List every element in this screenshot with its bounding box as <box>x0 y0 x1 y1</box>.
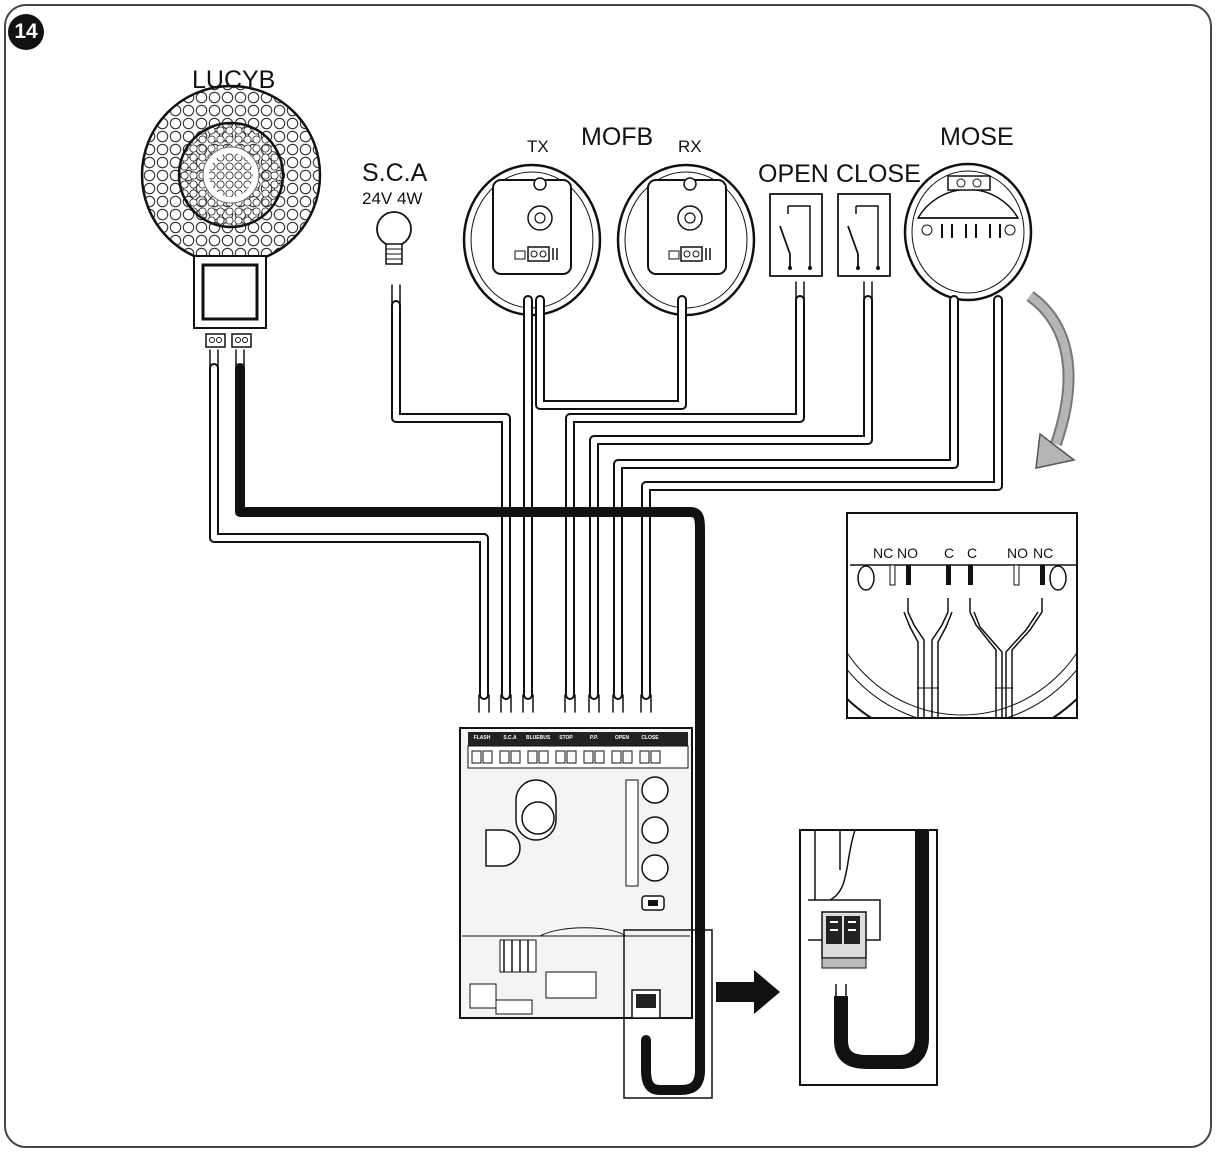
cables <box>209 281 1003 1095</box>
contact-label-c-left: C <box>944 545 955 561</box>
terminal-label-open: OPEN <box>614 735 630 741</box>
close-label: CLOSE <box>836 160 921 188</box>
mofb-rx-photocell <box>616 163 756 317</box>
contact-label-c-right: C <box>967 545 978 561</box>
open-label: OPEN <box>758 160 829 188</box>
control-unit <box>459 727 713 1099</box>
terminal-label-close: CLOSE <box>641 735 659 741</box>
sca-rating-label: 24V 4W <box>362 189 423 208</box>
contact-label-nc-right: NC <box>1033 545 1054 561</box>
terminal-blocks <box>471 750 661 764</box>
terminal-label-stop: STOP <box>559 735 573 741</box>
mofb-tx-photocell <box>462 163 602 317</box>
rx-label: RX <box>678 137 702 156</box>
terminal-label-sca: S.C.A <box>503 735 517 741</box>
black-right-arrow <box>716 970 780 1014</box>
terminal-label-pp: P.P. <box>589 735 599 741</box>
contact-label-no-right: NO <box>1007 545 1028 561</box>
contact-label-no-left: NO <box>897 545 918 561</box>
sca-bulb <box>376 211 412 265</box>
tx-label: TX <box>527 137 549 156</box>
mofb-label: MOFB <box>581 123 654 151</box>
close-switch <box>837 193 891 277</box>
mose-contacts-zoom-panel <box>846 512 1078 719</box>
figure-number-badge: 14 <box>8 14 44 50</box>
terminal-label-flash: FLASH <box>473 735 491 741</box>
connector-zoom-panel <box>799 829 938 1086</box>
lucyb-label: LUCYB <box>192 66 276 94</box>
terminal-label-bluebus: BLUEBUS <box>526 735 551 741</box>
contact-label-nc-left: NC <box>873 545 894 561</box>
open-switch <box>769 193 823 277</box>
mose-label: MOSE <box>940 123 1014 151</box>
sca-label: S.C.A <box>362 159 428 187</box>
mose-key-selector <box>903 162 1033 302</box>
figure-frame <box>4 4 1212 1148</box>
lucyb-flashing-light <box>140 84 322 348</box>
zoom-curved-arrow <box>1026 291 1076 469</box>
